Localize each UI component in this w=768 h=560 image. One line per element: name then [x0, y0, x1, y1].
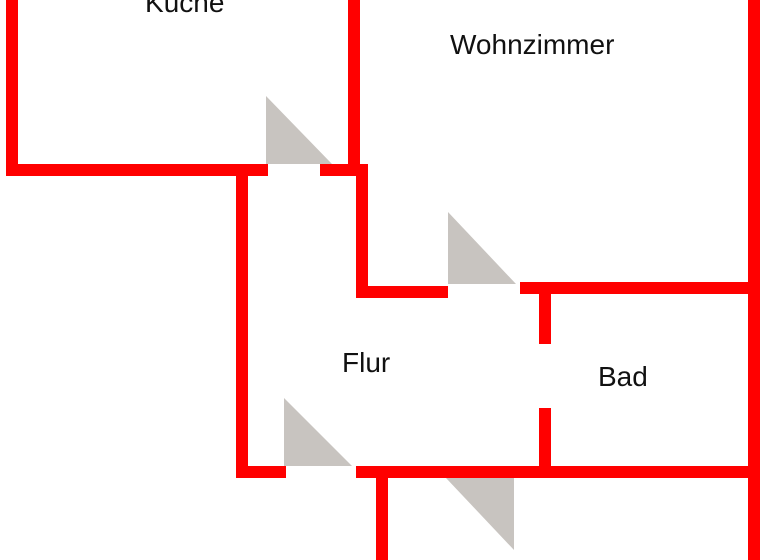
hallway-label: Flur [342, 347, 390, 378]
bath-left-wall-upper [539, 282, 551, 344]
lower-room-left-wall [376, 470, 388, 560]
doors [266, 96, 516, 550]
lower-room-door [446, 478, 514, 550]
bath-left-wall-lower [539, 408, 551, 478]
living-bottom-wall-right [520, 282, 758, 294]
bathroom-label: Bad [598, 361, 648, 392]
kitchen-door [266, 96, 332, 164]
hallway-door [284, 398, 352, 466]
hallway-left-wall [236, 174, 248, 478]
living-right-wall [748, 0, 760, 560]
living-bottom-wall-left [356, 286, 448, 298]
living-room-door [448, 212, 516, 284]
kitchen-label: Küche [145, 0, 224, 18]
kitchen-bottom-wall-left [6, 164, 268, 176]
walls [6, 0, 760, 560]
hallway-bottom-wall [356, 466, 758, 478]
kitchen-living-divider-wall [348, 0, 360, 176]
hallway-bottom-left-stub [236, 466, 286, 478]
living-room-label: Wohnzimmer [450, 29, 614, 60]
room-labels: Küche Wohnzimmer Flur Bad [145, 0, 648, 392]
kitchen-left-wall [6, 0, 18, 172]
living-left-lower-wall [356, 164, 368, 298]
